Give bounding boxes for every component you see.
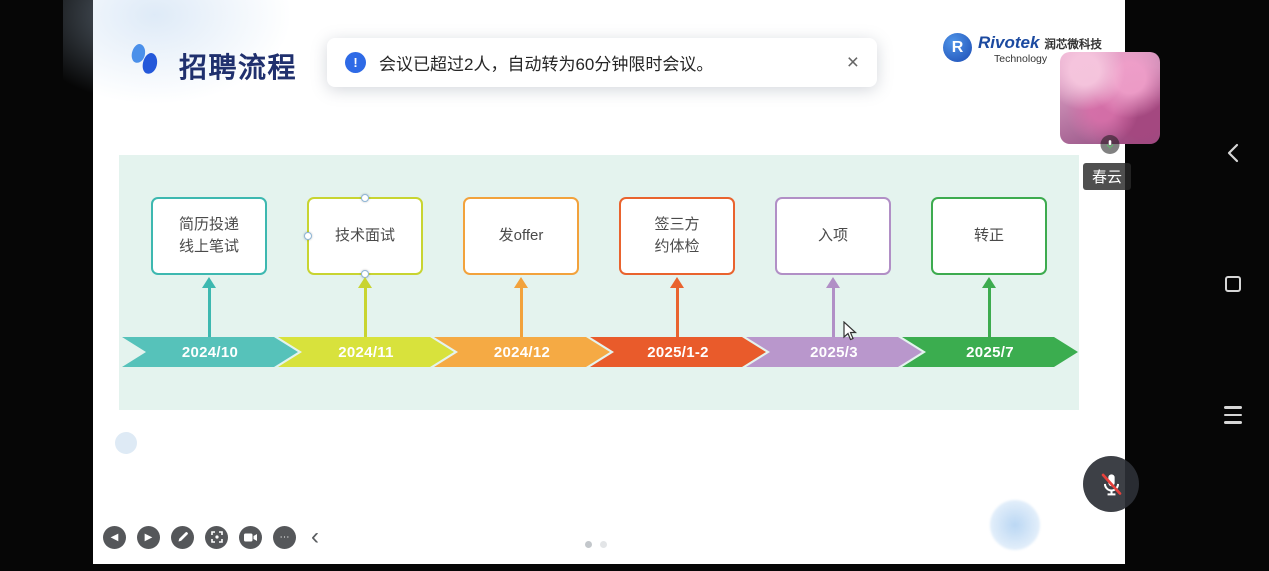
stage-box[interactable]: 入项 bbox=[775, 197, 891, 275]
arrow-head-icon bbox=[358, 277, 372, 288]
decor-blob bbox=[63, 0, 293, 105]
stage-box[interactable]: 签三方 约体检 bbox=[619, 197, 735, 275]
selection-handle[interactable] bbox=[361, 194, 369, 202]
stage-date: 2024/12 bbox=[493, 343, 551, 361]
mic-icon bbox=[1106, 140, 1114, 149]
timeline-stage: 发offer bbox=[441, 155, 601, 410]
stage-box-selected[interactable]: 技术面试 bbox=[304, 194, 423, 278]
decor-circle-small bbox=[115, 432, 137, 454]
stage-arrow bbox=[753, 277, 913, 337]
stage-label: 签三方 约体检 bbox=[654, 215, 700, 256]
stage-date: 2025/1-2 bbox=[647, 343, 709, 361]
previous-icon: ◀ bbox=[110, 531, 119, 543]
stage-label: 转正 bbox=[973, 226, 1004, 244]
stage-arrow bbox=[285, 277, 445, 337]
arrow-head-icon bbox=[826, 277, 840, 288]
meeting-notice-banner: ! 会议已超过2人，自动转为60分钟限时会议。 × bbox=[327, 38, 877, 87]
participant-video-tile[interactable] bbox=[1060, 52, 1160, 154]
page-indicator bbox=[585, 541, 607, 548]
arrow-shaft bbox=[207, 288, 211, 337]
timeline-stage: 转正 bbox=[909, 155, 1069, 410]
capture-frame-icon bbox=[210, 531, 223, 543]
timeline-stage: 技术面试 bbox=[285, 155, 445, 410]
participant-mic-badge bbox=[1100, 135, 1120, 154]
brand-name: Rivotek bbox=[978, 33, 1040, 52]
banner-text: 会议已超过2人，自动转为60分钟限时会议。 bbox=[379, 55, 714, 74]
stage-arrow bbox=[909, 277, 1069, 337]
close-icon[interactable]: × bbox=[846, 51, 859, 74]
timeline-stage: 入项 bbox=[753, 155, 913, 410]
stage-arrow bbox=[129, 277, 289, 337]
previous-button[interactable]: ◀ bbox=[103, 525, 126, 549]
shared-slide: 招聘流程 ! 会议已超过2人，自动转为60分钟限时会议。 × R Rivotek… bbox=[63, 0, 1125, 564]
timeline-ribbon[interactable]: 2024/11 bbox=[278, 337, 454, 367]
stage-date: 2025/7 bbox=[966, 343, 1014, 361]
brand-text: Rivotek 润芯微科技 Technology bbox=[978, 33, 1102, 65]
stage-label: 技术面试 bbox=[334, 226, 395, 244]
nav-square-icon[interactable] bbox=[1225, 276, 1241, 292]
stage-date: 2024/11 bbox=[338, 343, 394, 361]
whiteboard-toolbar: ◀ ▶ ⋯ ‹ bbox=[103, 525, 319, 549]
stage-label: 简历投递 线上笔试 bbox=[178, 215, 239, 256]
page-dot-active[interactable] bbox=[585, 541, 592, 548]
brand-subtitle: Technology bbox=[994, 53, 1048, 65]
page-title: 招聘流程 bbox=[179, 52, 298, 83]
nav-menu-icon[interactable] bbox=[1224, 406, 1242, 424]
brand-icon: R bbox=[943, 33, 972, 62]
page-dot[interactable] bbox=[600, 541, 607, 548]
decor-circle-large bbox=[990, 500, 1040, 550]
timeline-ribbon[interactable]: 2024/12 bbox=[434, 337, 610, 367]
timeline-ribbon[interactable]: 2025/1-2 bbox=[590, 337, 766, 367]
arrow-shaft bbox=[363, 288, 367, 337]
stage-box[interactable]: 转正 bbox=[931, 197, 1047, 275]
more-icon: ⋯ bbox=[279, 531, 290, 543]
arrow-head-icon bbox=[514, 277, 528, 288]
arrow-shaft bbox=[987, 288, 991, 337]
capture-button[interactable] bbox=[205, 525, 228, 549]
stage-label: 入项 bbox=[817, 226, 848, 244]
participant-name-tag: 春云 bbox=[1083, 163, 1132, 190]
info-icon: ! bbox=[345, 52, 366, 73]
stage-label: 发offer bbox=[498, 226, 544, 244]
arrow-head-icon bbox=[202, 277, 216, 288]
brand-name-cn: 润芯微科技 bbox=[1044, 39, 1102, 51]
arrow-head-icon bbox=[670, 277, 684, 288]
timeline-band: 简历投递 线上笔试 技术面试 bbox=[119, 155, 1079, 410]
stage-date: 2025/3 bbox=[810, 343, 858, 361]
mic-muted-button[interactable] bbox=[1083, 456, 1139, 512]
stage-box[interactable]: 简历投递 线上笔试 bbox=[151, 197, 267, 275]
selection-handle[interactable] bbox=[304, 232, 312, 240]
stage-arrow bbox=[597, 277, 757, 337]
play-button[interactable]: ▶ bbox=[137, 525, 160, 549]
more-button[interactable]: ⋯ bbox=[273, 525, 296, 549]
mic-muted-icon bbox=[1101, 473, 1121, 495]
arrow-head-icon bbox=[982, 277, 996, 288]
timeline-stage: 简历投递 线上笔试 bbox=[129, 155, 289, 410]
participant-video bbox=[1060, 52, 1160, 144]
slide-logo-icon bbox=[129, 42, 167, 80]
pencil-icon bbox=[178, 532, 188, 542]
brand-logo: R Rivotek 润芯微科技 Technology bbox=[943, 33, 1102, 65]
stage-arrow bbox=[441, 277, 601, 337]
timeline-stage: 签三方 约体检 bbox=[597, 155, 757, 410]
timeline-ribbon[interactable]: 2024/10 bbox=[122, 337, 298, 367]
video-camera-icon bbox=[244, 533, 257, 541]
arrow-shaft bbox=[519, 288, 523, 337]
timeline-ribbon[interactable]: 2025/3 bbox=[746, 337, 922, 367]
toolbar-collapse-button[interactable]: ‹ bbox=[311, 523, 319, 550]
camera-button[interactable] bbox=[239, 525, 262, 549]
timeline-ribbon[interactable]: 2025/7 bbox=[902, 337, 1078, 367]
play-icon: ▶ bbox=[144, 531, 153, 543]
arrow-shaft bbox=[831, 288, 835, 337]
mouse-cursor bbox=[843, 320, 859, 348]
stage-date: 2024/10 bbox=[181, 343, 239, 361]
stage-box[interactable]: 发offer bbox=[463, 197, 579, 275]
draw-button[interactable] bbox=[171, 525, 194, 549]
arrow-shaft bbox=[675, 288, 679, 337]
nav-back-icon[interactable] bbox=[1226, 143, 1240, 168]
